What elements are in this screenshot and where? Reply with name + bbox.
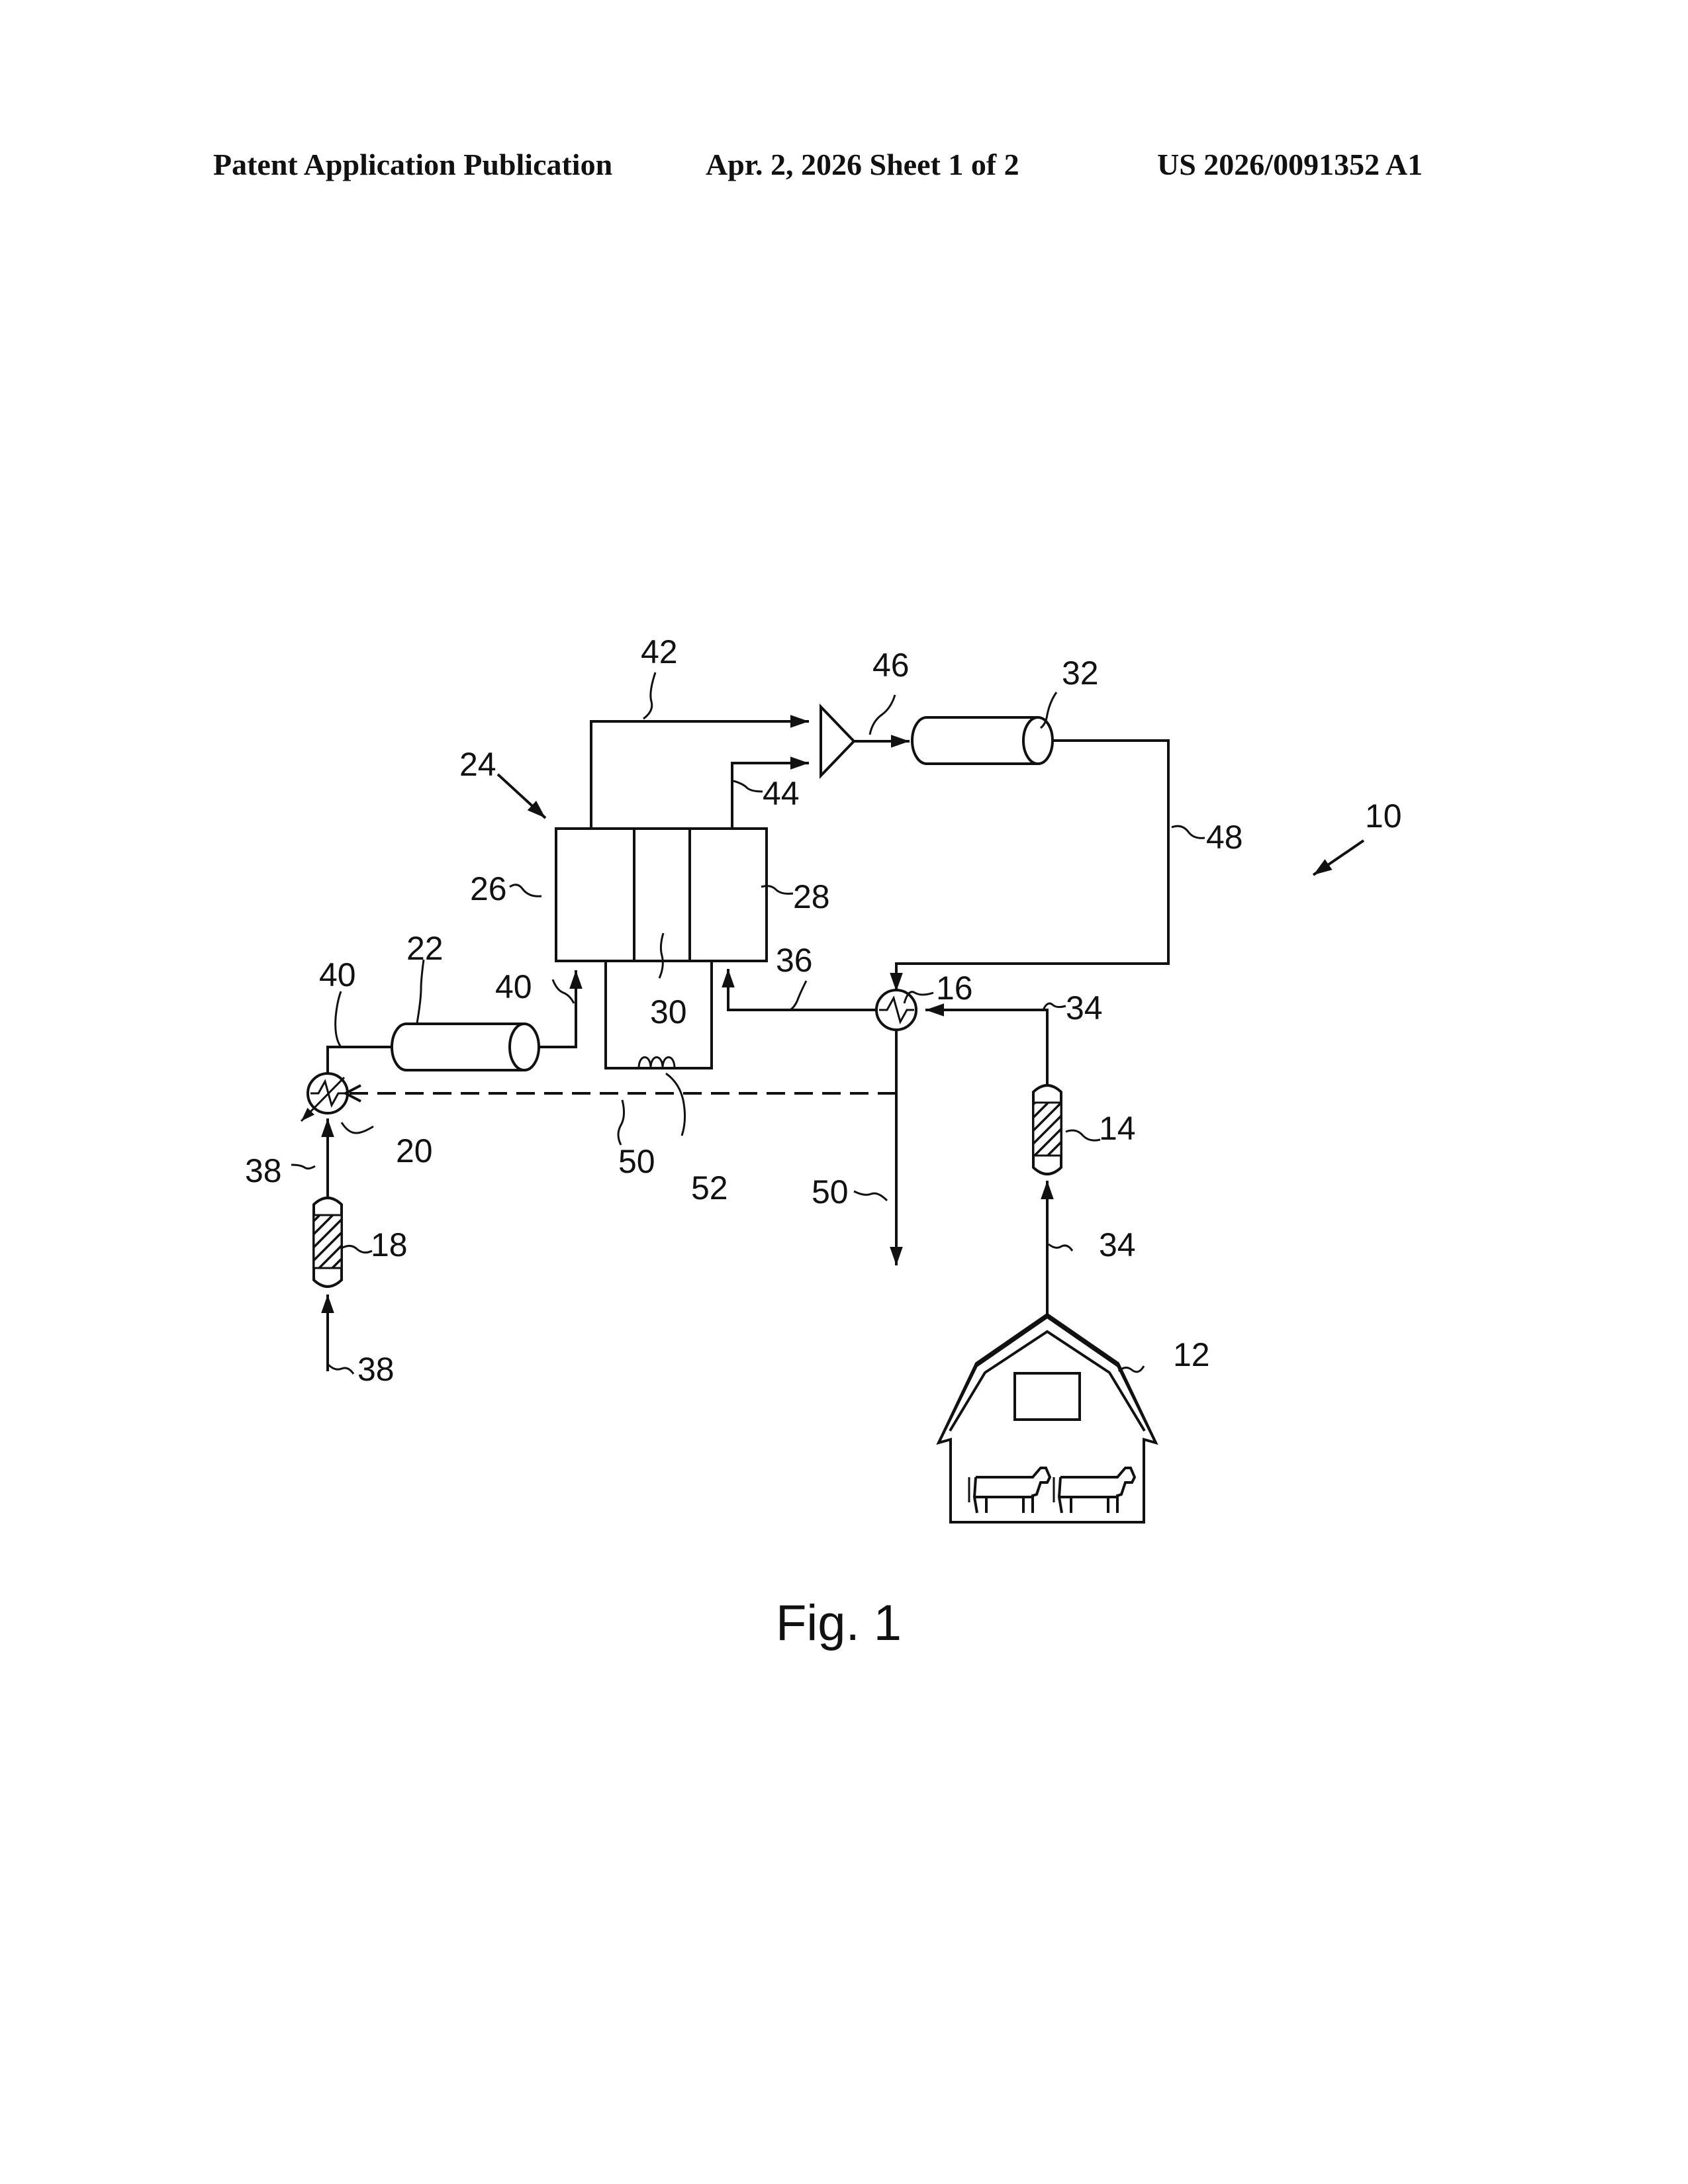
ref-32: 32 (1062, 655, 1099, 692)
ref-46: 46 (872, 647, 910, 684)
barn-12 (939, 1314, 1156, 1522)
ref-38b: 38 (357, 1351, 395, 1388)
ref-52: 52 (691, 1169, 728, 1206)
heater-coil-52 (639, 1058, 675, 1069)
ref-50a: 50 (618, 1143, 655, 1180)
purification-column-14 (1033, 1085, 1061, 1174)
ref-42: 42 (641, 633, 678, 670)
ref-12: 12 (1173, 1336, 1210, 1373)
cow-right (1054, 1468, 1135, 1513)
heat-exchanger-20 (301, 1073, 348, 1121)
ref-36: 36 (776, 942, 813, 979)
mixer-46 (821, 707, 854, 776)
vessel-32 (912, 717, 1053, 764)
line-40-inlet (328, 1047, 392, 1073)
ref-50b: 50 (812, 1173, 849, 1210)
overall-arrow-10 (1313, 841, 1364, 875)
ref-30: 30 (650, 993, 687, 1030)
figure-caption: Fig. 1 (776, 1595, 902, 1651)
ref-34a: 34 (1066, 989, 1103, 1026)
purification-column-18 (314, 1198, 342, 1287)
line-34-upper (925, 1010, 1047, 1085)
ref-20: 20 (396, 1132, 433, 1169)
arrow-24 (498, 774, 545, 818)
ref-22: 22 (406, 930, 444, 967)
heat-exchanger-16 (876, 990, 916, 1030)
ref-40a: 40 (319, 956, 356, 993)
line-48 (896, 741, 1168, 991)
ref-28: 28 (793, 878, 830, 915)
ref-14: 14 (1099, 1110, 1136, 1147)
ref-26: 26 (470, 870, 507, 907)
ref-18: 18 (371, 1226, 408, 1263)
line-40-outlet (539, 970, 576, 1047)
ref-24: 24 (459, 746, 496, 783)
ref-48: 48 (1206, 819, 1243, 856)
vessel-22 (392, 1024, 539, 1070)
ref-16: 16 (936, 970, 973, 1007)
ref-10: 10 (1365, 797, 1402, 835)
ref-34b: 34 (1099, 1226, 1136, 1263)
cow-left (969, 1468, 1050, 1513)
ref-38a: 38 (245, 1152, 282, 1189)
ref-44: 44 (763, 775, 800, 812)
ref-40b: 40 (495, 968, 532, 1005)
